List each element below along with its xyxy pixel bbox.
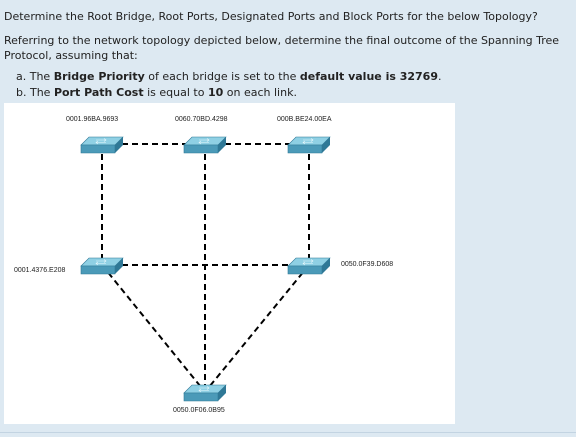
port-path-cost-label: Port Path Cost bbox=[53, 86, 144, 99]
path-cost-value: 10 bbox=[207, 86, 224, 99]
switch-mac-label: 0001.4376.E208 bbox=[14, 267, 65, 274]
switch-mac-label: 0001.96BA.9693 bbox=[66, 116, 118, 123]
bridge-priority-label: Bridge Priority bbox=[53, 70, 145, 83]
switch-mac-label: 0050.0F39.D608 bbox=[341, 261, 393, 268]
switch-mac-label: 0050.0F06.0B95 bbox=[173, 407, 225, 414]
switch-mid-left[interactable] bbox=[80, 257, 124, 275]
condition-b: b. The Port Path Cost is equal to 10 on … bbox=[16, 86, 297, 99]
topology-canvas: 0001.96BA.9693 0060.70BD.4298 000B.BE24.00… bbox=[14, 116, 393, 414]
switch-top-right[interactable] bbox=[287, 136, 331, 154]
default-priority-value: default value is 32769 bbox=[299, 70, 438, 83]
switch-top-middle[interactable] bbox=[183, 136, 227, 154]
switch-top-left[interactable] bbox=[80, 136, 124, 154]
switch-bottom[interactable] bbox=[183, 384, 227, 402]
question-title: Determine the Root Bridge, Root Ports, D… bbox=[4, 10, 538, 23]
switch-mac-label: 000B.BE24.00EA bbox=[277, 116, 332, 123]
link-mid-right-to-bottom bbox=[204, 264, 310, 393]
switch-mac-label: 0060.70BD.4298 bbox=[175, 116, 228, 123]
question-intro: Referring to the network topology depict… bbox=[4, 34, 560, 62]
topology-diagram: 0001.96BA.9693 0060.70BD.4298 000B.BE24.00… bbox=[4, 103, 455, 424]
switch-mid-right[interactable] bbox=[287, 257, 331, 275]
condition-a: a. The Bridge Priority of each bridge is… bbox=[16, 70, 442, 83]
link-mid-left-to-bottom bbox=[101, 264, 206, 393]
bottom-divider bbox=[0, 432, 576, 433]
